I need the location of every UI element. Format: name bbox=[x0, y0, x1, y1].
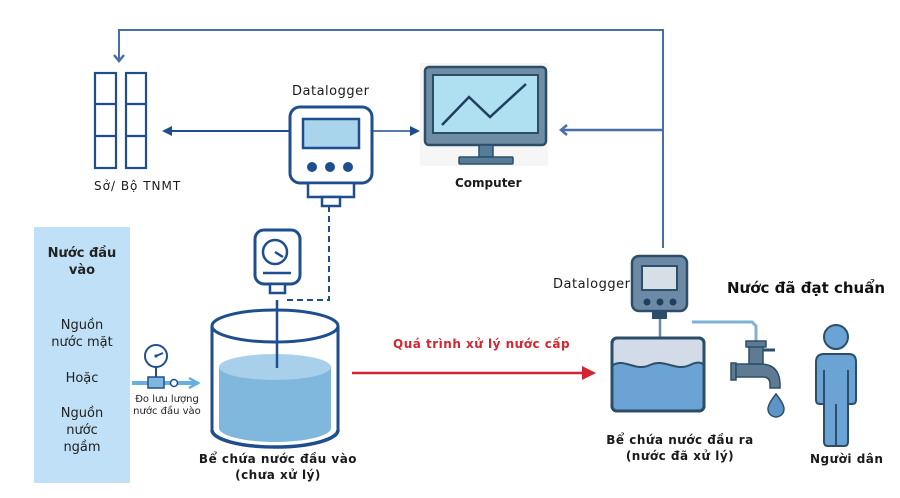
citizen-label: Người dân bbox=[810, 452, 884, 466]
output-tank-label-line2: (nước đã xử lý) bbox=[625, 449, 735, 463]
source-option1-line2: nước mặt bbox=[51, 335, 113, 350]
input-water-source-panel: Nước đầu vào Nguồn nước mặt Hoặc Nguồn n… bbox=[34, 227, 130, 483]
outlet-pipe bbox=[692, 320, 758, 343]
datalogger-icon bbox=[288, 105, 374, 208]
person-icon bbox=[815, 324, 857, 447]
datalogger-top-label: Datalogger bbox=[292, 84, 370, 99]
building-icon bbox=[93, 71, 148, 170]
sensor-data-link bbox=[285, 206, 330, 301]
input-tank-label-line2: (chưa xử lý) bbox=[235, 468, 321, 482]
source-connector: Hoặc bbox=[65, 371, 99, 386]
source-title-line2: vào bbox=[68, 263, 96, 278]
input-tank-label: Bể chứa nước đầu vào (chưa xử lý) bbox=[188, 451, 368, 483]
input-tank-label-line1: Bể chứa nước đầu vào bbox=[198, 452, 358, 466]
source-option2-line2: nước bbox=[66, 423, 98, 438]
water-drop-icon bbox=[767, 392, 785, 418]
feedback-line-to-agency bbox=[113, 29, 664, 248]
gauge-sensor-icon bbox=[253, 228, 302, 368]
source-option1-line1: Nguồn bbox=[60, 318, 104, 333]
source-title-line1: Nước đầu bbox=[47, 246, 117, 261]
process-label: Quá trình xử lý nước cấp bbox=[393, 337, 571, 351]
source-option2-line3: ngầm bbox=[63, 440, 101, 455]
monitor-chart-icon bbox=[420, 63, 548, 166]
datalogger-bottom-label: Datalogger bbox=[553, 277, 631, 292]
agency-label: Sở/ Bộ TNMT bbox=[94, 179, 182, 193]
output-tank-label-line1: Bể chứa nước đầu ra bbox=[606, 433, 754, 447]
datalogger-bottom-icon bbox=[630, 254, 689, 338]
output-tank-label: Bể chứa nước đầu ra (nước đã xử lý) bbox=[600, 432, 760, 464]
flow-meter-label-line2: nước đầu vào bbox=[133, 406, 201, 417]
computer-label: Computer bbox=[455, 176, 522, 190]
output-tank-icon bbox=[610, 336, 706, 413]
source-option2-line1: Nguồn bbox=[60, 406, 104, 421]
standard-water-label: Nước đã đạt chuẩn bbox=[727, 279, 886, 297]
flow-meter-icon bbox=[132, 344, 198, 388]
faucet-icon bbox=[730, 340, 781, 389]
flow-meter-label-line1: Đo lưu lượng bbox=[135, 394, 199, 405]
input-tank-icon bbox=[210, 308, 340, 449]
flow-meter-label: Đo lưu lượng nước đầu vào bbox=[131, 394, 203, 418]
